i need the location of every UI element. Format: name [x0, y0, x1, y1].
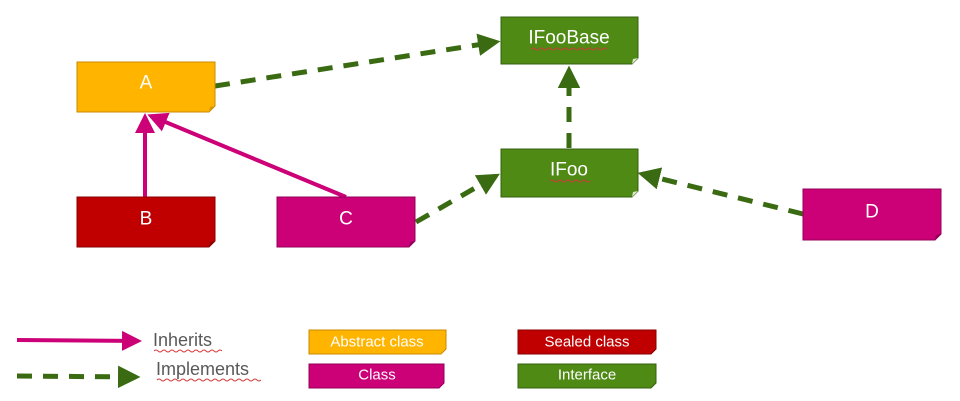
node-c-label: C [339, 209, 353, 230]
spellcheck-underline-implements [156, 378, 262, 382]
node-a-label: A [140, 73, 153, 94]
legend-abstract-class-label: Abstract class [330, 334, 423, 351]
node-b-fold [209, 241, 215, 247]
node-c[interactable]: C [276, 196, 416, 248]
node-ifoobase-fold [632, 58, 638, 64]
legend-interface: Interface [517, 363, 657, 389]
edges [135, 33, 804, 225]
legend-inherits-arrow [16, 330, 142, 351]
edge-a-implements-ifoobase [214, 33, 501, 89]
edge-d-implements-ifoo [637, 167, 804, 217]
spellcheck-underline-inherits [153, 349, 223, 353]
legend-interface-box [517, 363, 657, 389]
legend-implements-arrow [16, 365, 141, 389]
legend-inherits-label: Inherits [153, 330, 212, 350]
legend-class-box [308, 363, 445, 389]
node-b[interactable]: B [76, 196, 216, 248]
legend: Inherits Implements Abstract class Class… [16, 329, 657, 389]
spellcheck-underline-ifoobase [530, 47, 608, 51]
legend-class: Class [308, 363, 445, 389]
edge-c-implements-ifoo [414, 173, 500, 225]
legend-sealed-class: Sealed class [517, 329, 657, 355]
node-ifoo[interactable]: IFoo [500, 148, 639, 198]
node-c-fold [409, 241, 415, 247]
node-d-label: D [865, 202, 879, 223]
node-ifoobase-label: IFooBase [528, 28, 609, 49]
edge-c-inherits-a [147, 112, 347, 199]
node-a-fold [209, 106, 215, 112]
legend-abstract-class-box [308, 329, 447, 355]
legend-interface-label: Interface [558, 367, 616, 384]
node-ifoo-label: IFoo [550, 160, 588, 181]
legend-class-label: Class [358, 367, 396, 384]
node-ifoo-fold [632, 191, 638, 197]
node-a[interactable]: A [76, 61, 216, 113]
legend-sealed-class-label: Sealed class [544, 334, 629, 351]
node-b-label: B [140, 209, 153, 230]
legend-implements-label: Implements [156, 359, 249, 379]
legend-sealed-class-box [517, 329, 657, 355]
node-d[interactable]: D [802, 188, 942, 241]
spellcheck-underline-ifoo [549, 179, 591, 183]
node-ifoobase[interactable]: IFooBase [500, 16, 639, 65]
legend-abstract-class: Abstract class [308, 329, 447, 355]
node-d-fold [935, 234, 941, 240]
nodes: A B C D IFooBase [76, 16, 942, 248]
